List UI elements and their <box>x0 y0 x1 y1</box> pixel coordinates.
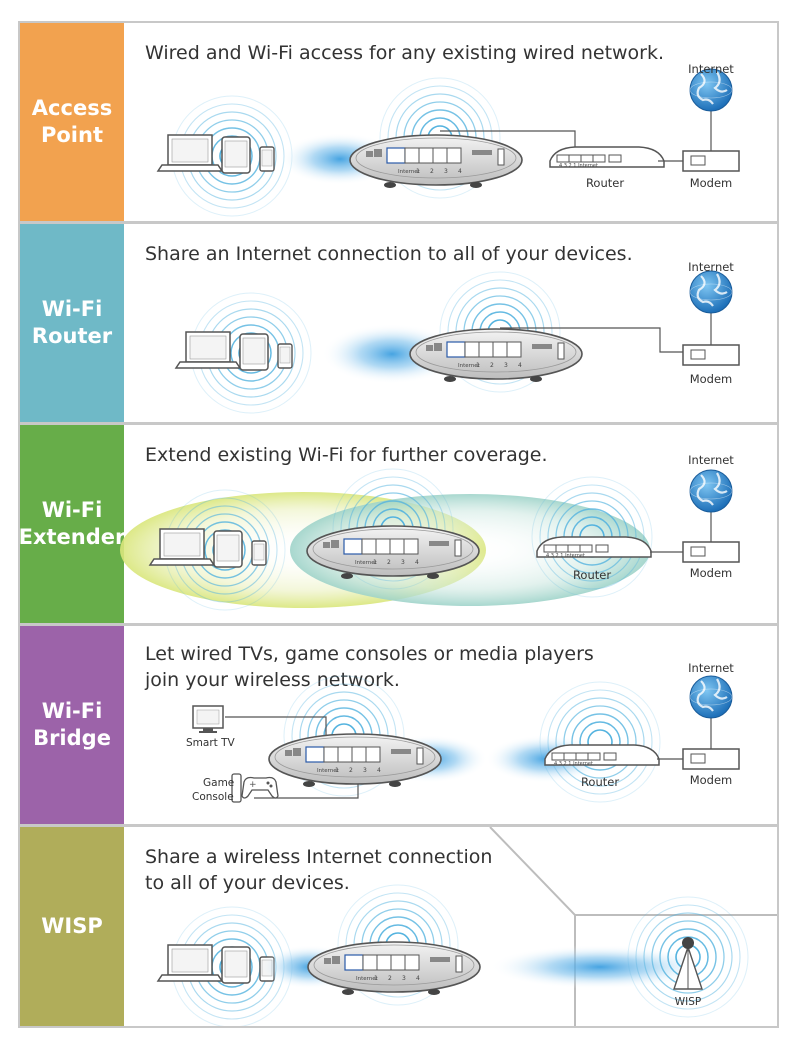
panel-access-point: Access Point Wired and Wi-Fi access for … <box>18 21 779 223</box>
internet-label: Internet <box>688 661 734 675</box>
panel-wisp: WISP Share a wireless Internet connectio… <box>18 825 779 1028</box>
internet-label: Internet <box>688 260 734 274</box>
wifi-router-title: Wi-Fi Router <box>31 297 113 348</box>
wisp-tab: WISP <box>20 827 124 1026</box>
wifi-bridge-description: Let wired TVs, game consoles or media pl… <box>145 643 594 691</box>
ethernet-cable-icon <box>500 327 684 353</box>
modem-label: Modem <box>690 773 733 787</box>
panel-wifi-extender: Wi-Fi Extender Extend existing Wi-Fi for… <box>18 423 779 625</box>
access-point-title: Access Point <box>31 96 113 147</box>
wifi-extender-title: Wi-Fi Extender <box>18 498 126 549</box>
modem-device-icon <box>682 344 740 366</box>
wifi-bridge-diagram: Smart TV + Game Console Internet Router … <box>186 661 740 803</box>
modem-device-icon <box>682 748 740 770</box>
wifi-bridge-title: Wi-Fi Bridge <box>33 699 111 750</box>
wifi-router-description: Share an Internet connection to all of y… <box>145 243 633 265</box>
wisp-label: WISP <box>675 996 701 1008</box>
wisp-description: Share a wireless Internet connection to … <box>145 846 493 894</box>
tv-cable-icon <box>225 716 327 743</box>
internet-globe-icon <box>688 269 734 315</box>
extender-device-icon <box>349 134 523 189</box>
internet-globe-icon <box>688 468 734 514</box>
access-point-diagram: Internet Router Modem <box>157 62 740 217</box>
router-label: Router <box>586 176 624 190</box>
internet-globe-icon <box>688 674 734 720</box>
callout-line-icon <box>489 827 576 1026</box>
ethernet-cable-icon <box>440 130 576 149</box>
wisp-title: WISP <box>41 914 103 938</box>
router-label: Router <box>573 568 611 582</box>
internet-label: Internet <box>688 453 734 467</box>
panel-wifi-bridge: Wi-Fi Bridge Let wired TVs, game console… <box>18 624 779 826</box>
wisp-tower-icon <box>673 937 703 990</box>
router-device-icon <box>536 536 652 560</box>
game-console-icon: + <box>231 773 279 803</box>
extender-device-icon <box>307 941 481 996</box>
game-console-label-line1: Game <box>203 777 234 789</box>
smart-tv-label: Smart TV <box>186 737 236 749</box>
wifi-bridge-tab: Wi-Fi Bridge <box>20 626 124 824</box>
svg-text:+: + <box>249 780 257 790</box>
client-devices-icon <box>157 134 275 174</box>
wifi-extender-description: Extend existing Wi-Fi for further covera… <box>145 444 548 466</box>
router-device-icon <box>544 744 660 768</box>
game-console-label-line2: Console <box>192 791 234 803</box>
modem-device-icon <box>682 541 740 563</box>
wifi-extender-diagram: Internet Router Modem <box>120 453 740 611</box>
modem-label: Modem <box>690 372 733 386</box>
wifi-router-diagram: Internet Modem <box>175 260 740 414</box>
access-point-tab: Access Point <box>20 23 124 221</box>
router-label: Router <box>581 775 619 789</box>
internet-label: Internet <box>688 62 734 76</box>
modem-label: Modem <box>690 566 733 580</box>
wifi-extender-tab: Wi-Fi Extender <box>18 425 126 623</box>
panel-wifi-router: Wi-Fi Router Share an Internet connectio… <box>18 222 779 424</box>
client-devices-icon <box>157 944 275 984</box>
smart-tv-icon <box>192 705 224 733</box>
modem-device-icon <box>682 150 740 172</box>
wisp-diagram: WISP <box>157 827 777 1026</box>
router-device-icon <box>549 146 665 170</box>
modem-label: Modem <box>690 176 733 190</box>
access-point-description: Wired and Wi-Fi access for any existing … <box>145 42 665 64</box>
wifi-router-tab: Wi-Fi Router <box>20 224 124 422</box>
wisp-beam-icon <box>490 945 710 989</box>
